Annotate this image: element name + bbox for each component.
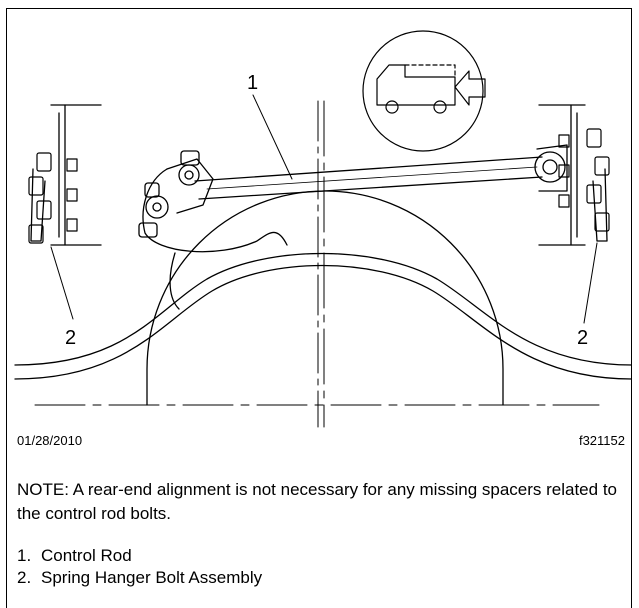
right-hanger-bolts	[558, 128, 610, 232]
left-hanger-bolts	[28, 152, 78, 244]
leader-lines	[50, 94, 598, 324]
control-rod-illustration: 1 2 2	[14, 30, 632, 428]
legend-item: 1. Control Rod	[17, 545, 262, 567]
callout-1: 1	[247, 72, 258, 94]
callout-2-right: 2	[577, 327, 588, 349]
centerlines	[34, 100, 600, 428]
figure-date: 01/28/2010	[17, 433, 83, 448]
leaf-spring	[14, 252, 632, 380]
right-frame-bracket	[538, 104, 608, 246]
legend-label: Spring Hanger Bolt Assembly	[41, 568, 263, 587]
legend-number: 1.	[17, 546, 32, 565]
legend-number: 2.	[17, 568, 32, 587]
vehicle-direction-icon	[362, 30, 486, 152]
control-rod	[194, 144, 568, 200]
callout-2-left: 2	[65, 327, 76, 349]
legend-label: Control Rod	[41, 546, 132, 565]
figure-id: f321152	[578, 433, 625, 448]
legend-list: 1. Control Rod 2. Spring Hanger Bolt Assem…	[17, 545, 262, 589]
figure-frame	[6, 8, 632, 608]
left-frame-bracket	[30, 104, 102, 246]
arrow-left-icon	[454, 70, 486, 106]
note-text: NOTE: A rear-end alignment is not necess…	[17, 480, 617, 523]
legend-item: 2. Spring Hanger Bolt Assembly	[17, 567, 262, 589]
axle-bracket	[138, 150, 288, 310]
